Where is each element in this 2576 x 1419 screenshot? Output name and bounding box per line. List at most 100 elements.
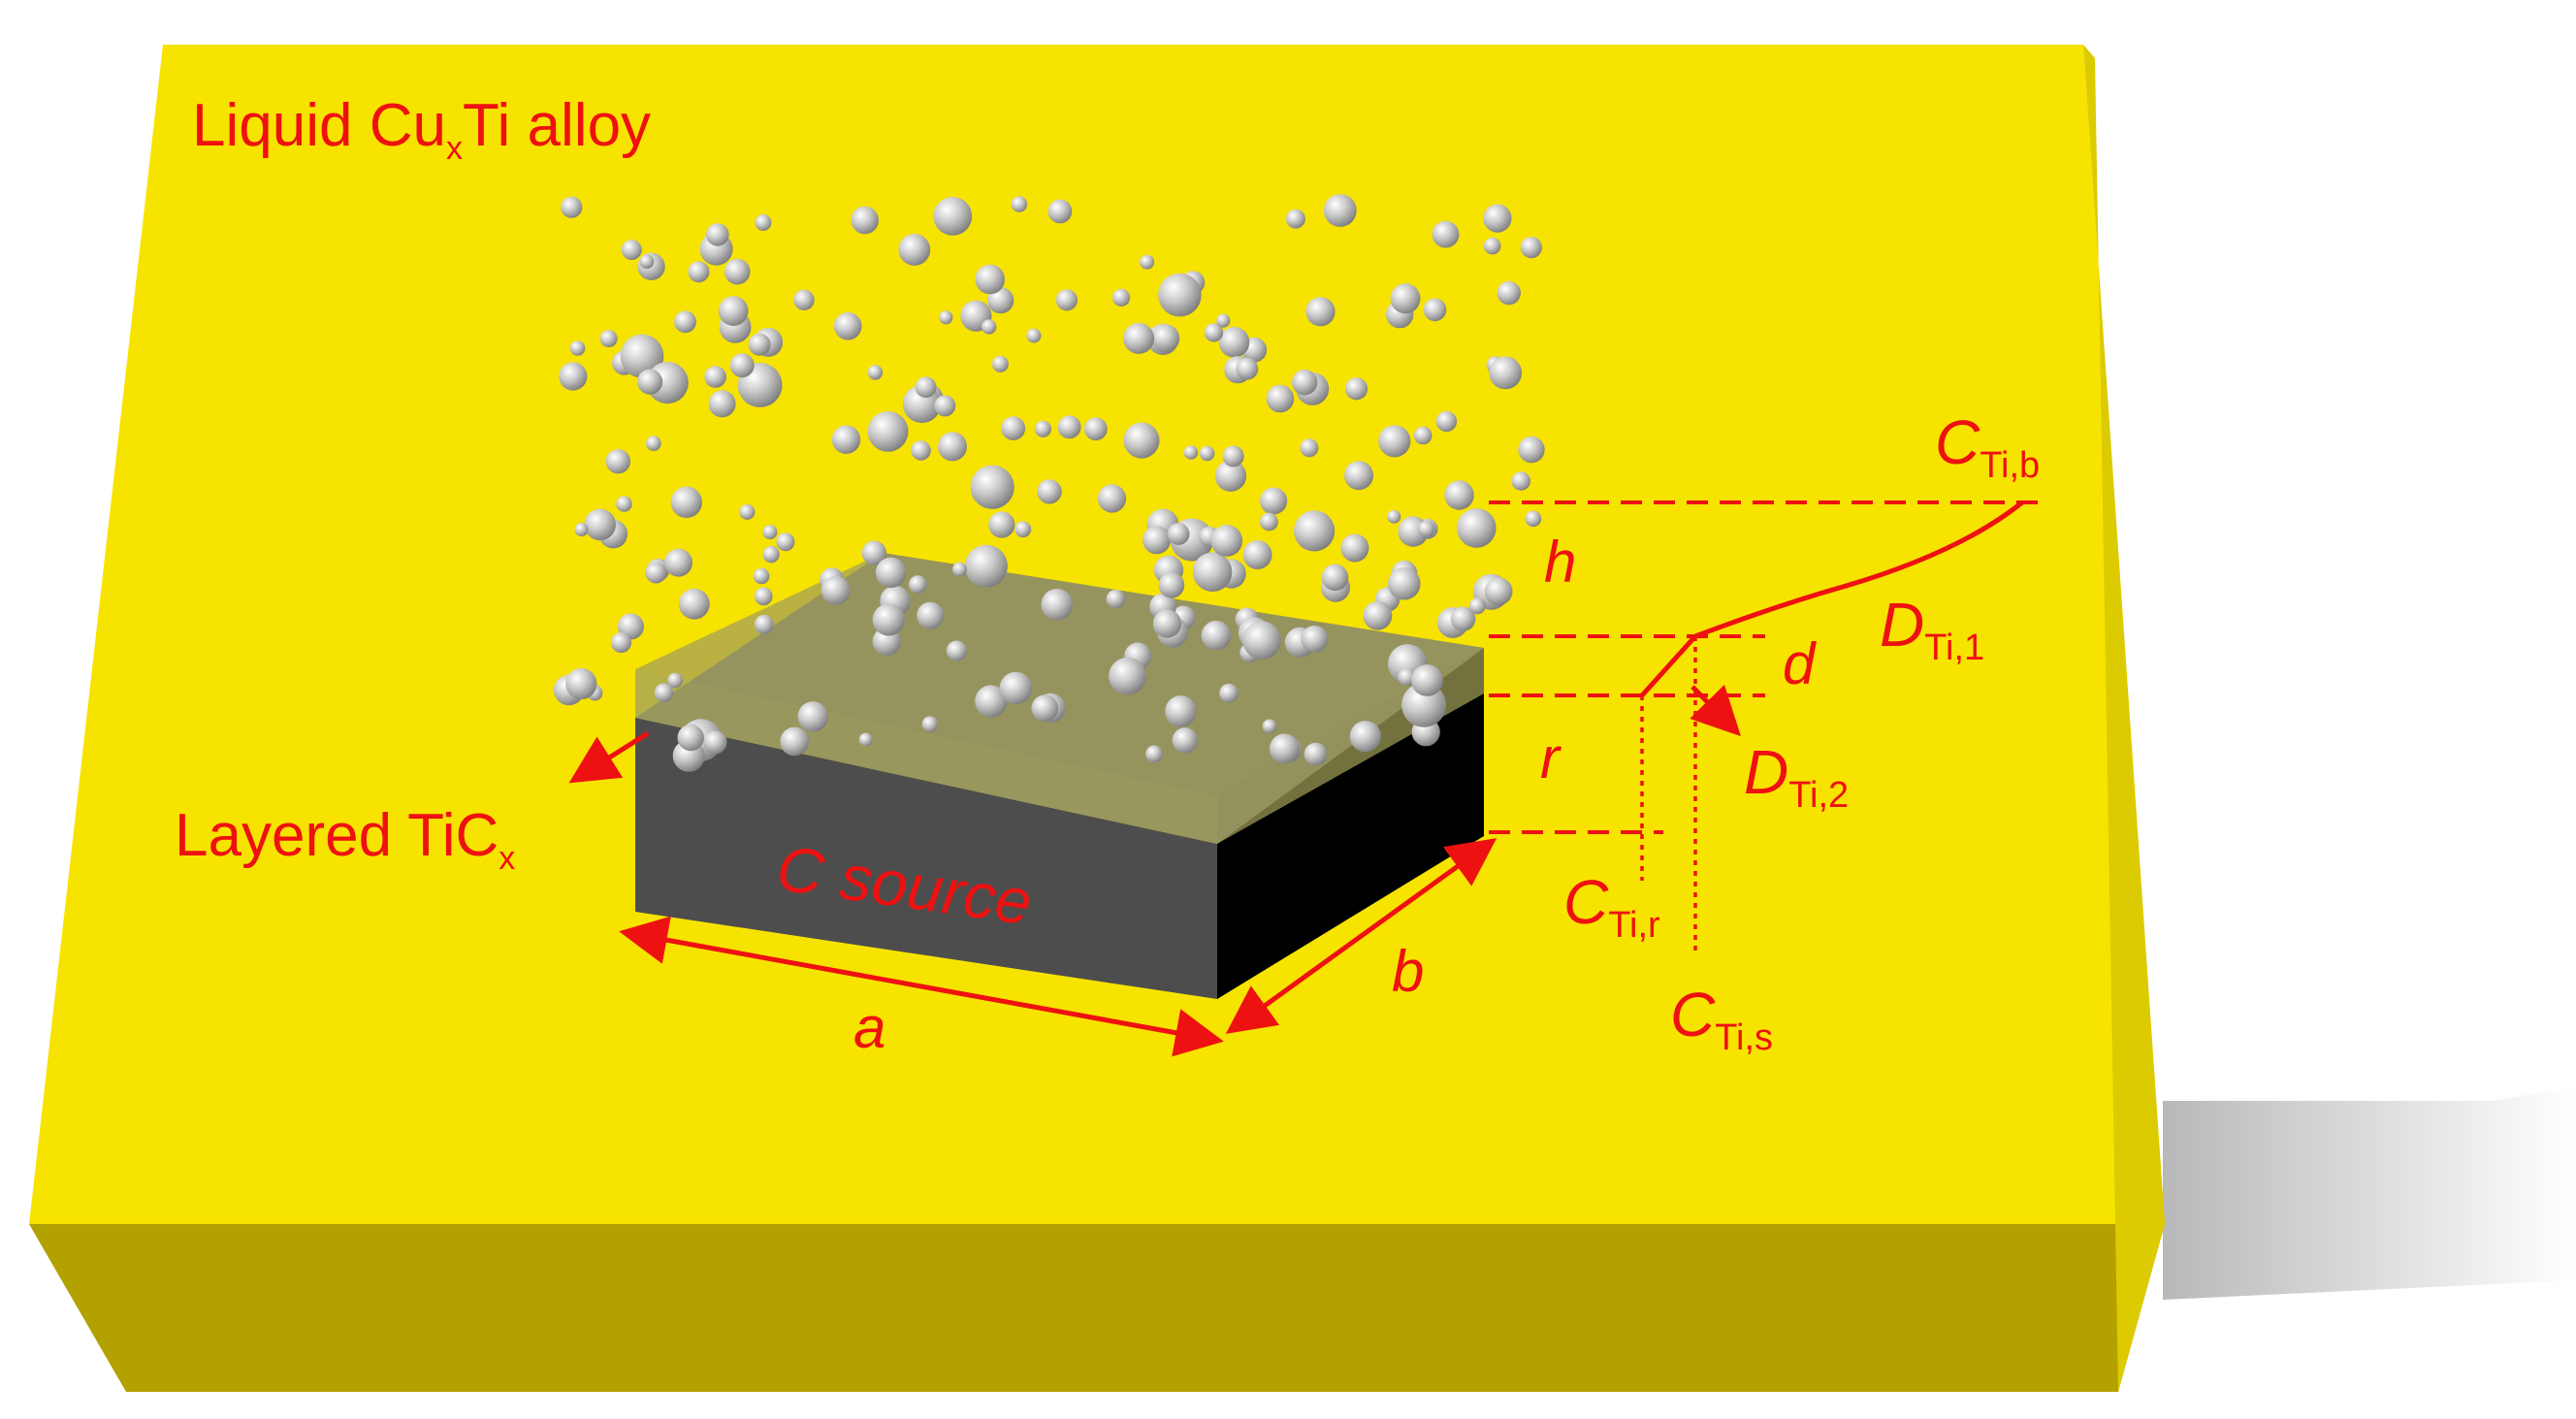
ti-sphere xyxy=(939,310,953,325)
ti-sphere xyxy=(867,365,884,380)
layered-tic-label: Layered TiCx xyxy=(175,802,515,877)
ti-sphere xyxy=(1489,356,1523,390)
ti-sphere xyxy=(1199,445,1215,462)
ti-sphere xyxy=(1483,204,1512,233)
ti-sphere xyxy=(1034,420,1051,437)
dim-b-arrow xyxy=(1225,838,1497,1034)
c-ti-r-label: CTi,r xyxy=(1563,867,1660,946)
alloy-plate-front xyxy=(29,1224,2165,1392)
ti-sphere xyxy=(1097,484,1127,513)
ti-sphere xyxy=(1242,540,1272,569)
ti-sphere xyxy=(938,432,967,462)
ti-sphere xyxy=(1242,621,1281,660)
ti-sphere xyxy=(1158,273,1202,317)
ti-sphere xyxy=(911,440,931,461)
ti-sphere xyxy=(831,425,861,454)
ti-sphere xyxy=(1388,566,1421,600)
ti-sphere xyxy=(875,557,907,589)
ti-sphere xyxy=(678,588,710,620)
ti-sphere xyxy=(704,366,726,388)
ti-sphere xyxy=(1398,668,1416,687)
ti-sphere xyxy=(1413,426,1433,445)
ti-sphere xyxy=(1192,552,1233,592)
ti-sphere xyxy=(1001,416,1026,440)
ti-sphere xyxy=(762,525,778,540)
ti-sphere xyxy=(1026,328,1042,343)
ti-sphere xyxy=(1294,510,1336,552)
dim-h-label: h xyxy=(1544,530,1576,595)
ti-sphere xyxy=(1145,745,1163,763)
ti-sphere xyxy=(1151,324,1180,353)
tic-pointer-arrow xyxy=(568,730,650,784)
ti-sphere xyxy=(1140,254,1155,270)
ti-sphere xyxy=(975,264,1005,295)
ti-sphere xyxy=(1112,288,1131,306)
ti-sphere xyxy=(821,575,851,605)
ti-sphere xyxy=(1292,370,1318,396)
ti-sphere xyxy=(1152,609,1181,638)
ti-sphere xyxy=(616,496,632,512)
ti-sphere xyxy=(574,523,589,536)
ti-sphere xyxy=(934,395,956,417)
dim-a-label: a xyxy=(853,995,886,1060)
ti-sphere xyxy=(637,369,663,395)
ti-sphere xyxy=(1172,727,1199,754)
ti-sphere xyxy=(921,716,939,732)
ti-sphere xyxy=(917,601,945,629)
ti-sphere xyxy=(1165,695,1197,727)
ti-sphere xyxy=(898,234,931,266)
ti-sphere xyxy=(664,548,692,577)
ti-sphere xyxy=(1411,664,1443,696)
ti-sphere xyxy=(1321,564,1349,592)
ti-sphere xyxy=(753,567,770,585)
ti-sphere xyxy=(1106,589,1126,609)
ti-sphere xyxy=(1057,415,1081,439)
ti-sphere xyxy=(908,575,927,595)
ti-sphere xyxy=(1260,512,1278,532)
ti-sphere xyxy=(670,486,702,518)
ti-sphere xyxy=(1305,297,1336,327)
ti-sphere xyxy=(1363,600,1393,630)
ti-sphere xyxy=(861,540,886,565)
ti-sphere xyxy=(1183,445,1199,460)
ti-sphere xyxy=(1210,525,1243,557)
ti-sphere xyxy=(1387,509,1401,524)
ti-sphere xyxy=(975,685,1008,718)
titanium-atom-spheres xyxy=(553,194,1545,772)
ti-sphere xyxy=(1236,357,1259,380)
ti-sphere xyxy=(646,435,661,452)
ti-sphere xyxy=(1204,323,1224,342)
ti-sphere xyxy=(1270,733,1300,764)
ti-sphere xyxy=(1450,606,1476,631)
tic-layer-front xyxy=(635,669,1217,844)
ti-sphere xyxy=(1260,487,1288,515)
ti-sphere xyxy=(1285,209,1305,229)
tic-layer-top xyxy=(635,553,1484,795)
dim-a-arrow xyxy=(619,916,1224,1057)
ti-sphere xyxy=(999,671,1033,705)
ti-sphere xyxy=(933,197,973,236)
ti-sphere xyxy=(1435,410,1458,433)
ti-sphere xyxy=(703,730,727,755)
ti-sphere xyxy=(654,683,674,702)
ti-sphere xyxy=(991,355,1009,372)
ti-sphere xyxy=(1055,289,1078,311)
ti-sphere xyxy=(729,353,755,378)
c-ti-s-label: CTi,s xyxy=(1670,980,1773,1058)
ti-sphere xyxy=(915,376,937,399)
ti-sphere xyxy=(952,562,967,577)
d-ti-2-pointer-arrow xyxy=(1690,684,1741,737)
ti-sphere xyxy=(1304,742,1328,766)
ti-sphere xyxy=(677,724,704,752)
ti-sphere xyxy=(851,206,879,235)
ti-sphere xyxy=(754,614,774,634)
dim-b-label: b xyxy=(1392,939,1424,1004)
ti-sphere xyxy=(1014,521,1032,538)
ti-sphere xyxy=(748,333,771,356)
concentration-profile-line xyxy=(1640,500,2024,697)
ti-sphere xyxy=(1123,322,1155,354)
ti-sphere xyxy=(1031,694,1059,722)
ti-sphere xyxy=(599,330,618,348)
ti-sphere xyxy=(1266,384,1295,413)
alloy-plate-right-edge xyxy=(2083,45,2165,1392)
